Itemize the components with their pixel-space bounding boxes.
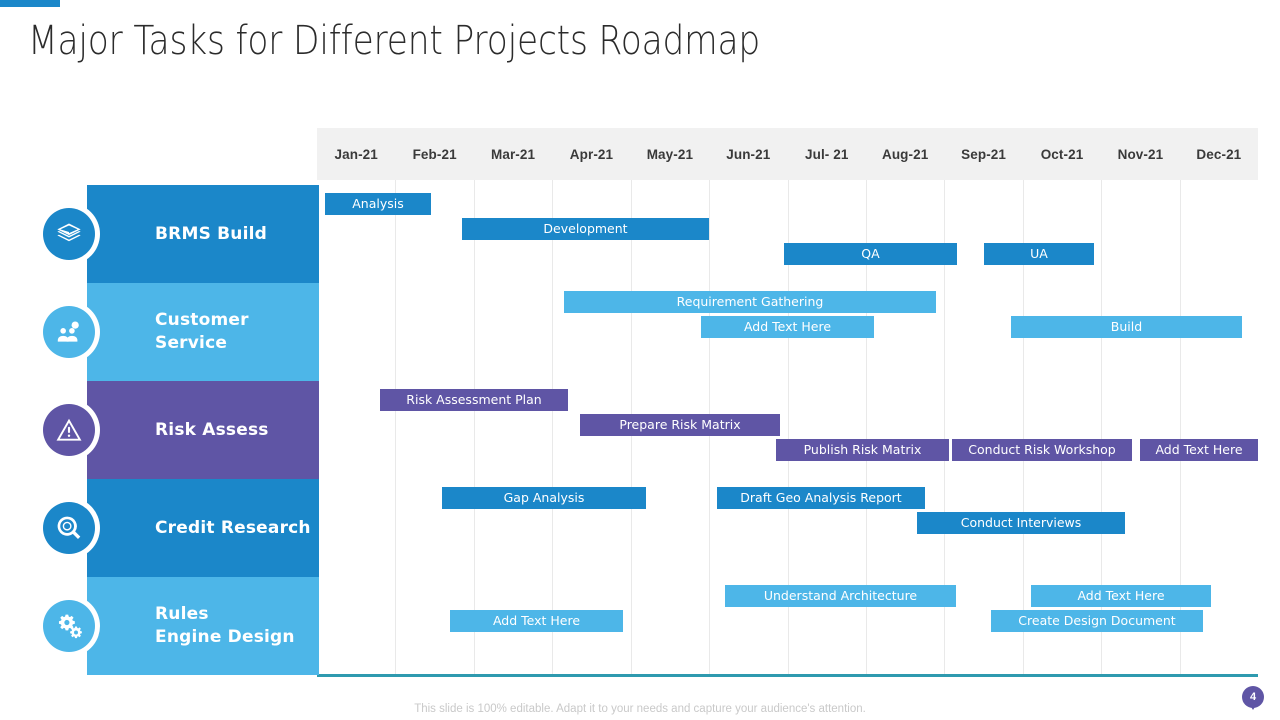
category-label: Credit Research (155, 517, 311, 538)
grid-line (1101, 180, 1102, 674)
gantt-bar[interactable]: Create Design Document (991, 610, 1203, 632)
grid-line (1023, 180, 1024, 674)
footer-note: This slide is 100% editable. Adapt it to… (414, 703, 866, 715)
grid-line (944, 180, 945, 674)
gantt-bar[interactable]: Prepare Risk Matrix (580, 414, 780, 436)
category-row-risk-assess[interactable]: Risk Assess (43, 381, 319, 479)
chart-bottom-rule (317, 674, 1258, 677)
page-title: Major Tasks for Different Projects Roadm… (28, 18, 761, 64)
gantt-bar[interactable]: Add Text Here (450, 610, 623, 632)
gantt-bar[interactable]: Publish Risk Matrix (776, 439, 949, 461)
gantt-bar[interactable]: Analysis (325, 193, 431, 215)
month-header-cell: Dec-21 (1196, 146, 1242, 162)
gantt-bar[interactable]: Conduct Interviews (917, 512, 1125, 534)
gantt-bar[interactable]: Development (462, 218, 709, 240)
grid-line (395, 180, 396, 674)
gears-icon (43, 600, 95, 652)
gantt-bar[interactable]: UA (984, 243, 1094, 265)
month-header-cell: Apr-21 (569, 146, 614, 162)
month-header-cell: Nov-21 (1117, 146, 1164, 162)
roadmap-chart: Jan-21 Feb-21 Mar-21 Apr-21 May-21 Jun-21 Jul-… (317, 128, 1258, 677)
top-accent-bar (0, 0, 60, 7)
gantt-bar[interactable]: Add Text Here (1140, 439, 1258, 461)
gantt-bar[interactable]: Draft Geo Analysis Report (717, 487, 925, 509)
month-header-cell: Feb-21 (412, 146, 457, 162)
grid-line (866, 180, 867, 674)
gantt-bar[interactable]: Understand Architecture (725, 585, 956, 607)
grid-line (788, 180, 789, 674)
month-header-cell: Jul- 21 (805, 146, 849, 162)
month-header-cell: Jun-21 (726, 146, 771, 162)
month-header-cell: Mar-21 (490, 146, 536, 162)
category-row-brms-build[interactable]: BRMS Build (43, 185, 319, 283)
search-icon (43, 502, 95, 554)
category-label: BRMS Build (155, 223, 268, 244)
category-row-customer-service[interactable]: Customer Service (43, 283, 319, 381)
gantt-bar[interactable]: Gap Analysis (442, 487, 646, 509)
month-header-cell: Jan-21 (334, 146, 378, 162)
people-icon (43, 306, 95, 358)
grid-line (552, 180, 553, 674)
grid-line (474, 180, 475, 674)
gantt-bar[interactable]: Add Text Here (1031, 585, 1211, 607)
month-header-cell: Sep-21 (961, 146, 1007, 162)
category-row-rules-engine-design[interactable]: Rules Engine Design (43, 577, 319, 675)
gantt-bar[interactable]: Conduct Risk Workshop (952, 439, 1132, 461)
layers-icon (43, 208, 95, 260)
category-row-credit-research[interactable]: Credit Research (43, 479, 319, 577)
gantt-bar[interactable]: Build (1011, 316, 1242, 338)
gantt-bar[interactable]: Requirement Gathering (564, 291, 936, 313)
month-header-cell: Aug-21 (881, 146, 929, 162)
grid-line (1180, 180, 1181, 674)
gantt-bar[interactable]: QA (784, 243, 957, 265)
month-header-cell: Oct-21 (1040, 146, 1084, 162)
gantt-bar[interactable]: Add Text Here (701, 316, 874, 338)
page-number-badge: 4 (1242, 686, 1264, 708)
category-label: Risk Assess (155, 419, 269, 440)
warning-icon (43, 404, 95, 456)
month-header-cell: May-21 (646, 146, 694, 162)
month-header-row: Jan-21 Feb-21 Mar-21 Apr-21 May-21 Jun-21 Jul-… (317, 128, 1258, 180)
category-label: Rules Engine Design (155, 604, 295, 647)
gantt-bar[interactable]: Risk Assessment Plan (380, 389, 568, 411)
category-label: Customer Service (155, 310, 249, 353)
